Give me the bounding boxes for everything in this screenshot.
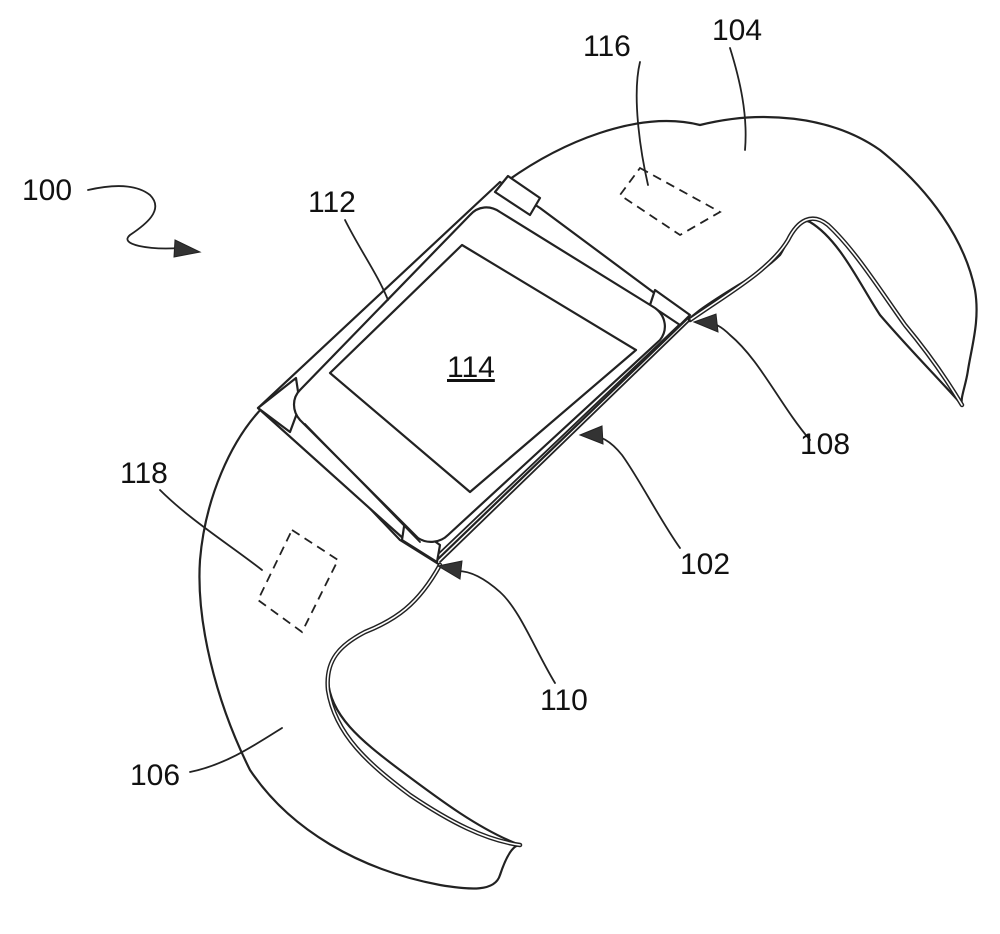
label-118: 118 [120, 457, 168, 490]
label-100: 100 [22, 174, 72, 207]
label-102: 102 [680, 548, 730, 581]
arrow-108 [692, 313, 719, 333]
label-106: 106 [130, 759, 180, 792]
label-104: 104 [712, 14, 762, 47]
label-110: 110 [540, 684, 588, 717]
leader-112 [344, 219, 389, 301]
leader-110 [457, 570, 556, 684]
leader-106 [189, 727, 283, 773]
lower-band-component [256, 528, 340, 634]
arrow-110 [436, 560, 463, 580]
leader-116 [635, 61, 649, 186]
leader-104 [729, 47, 747, 151]
arrow-100 [173, 239, 202, 258]
lower-band [198, 403, 523, 890]
leader-108 [704, 321, 811, 441]
leader-102 [589, 434, 681, 549]
label-112: 112 [308, 186, 356, 219]
display [328, 243, 638, 494]
leader-100 [87, 185, 181, 250]
label-108: 108 [800, 428, 850, 461]
upper-band [493, 115, 978, 408]
leader-118 [159, 489, 263, 571]
arrow-102 [578, 425, 604, 445]
label-114: 114 [447, 351, 495, 384]
upper-band-component [618, 166, 722, 237]
label-116: 116 [583, 30, 631, 63]
